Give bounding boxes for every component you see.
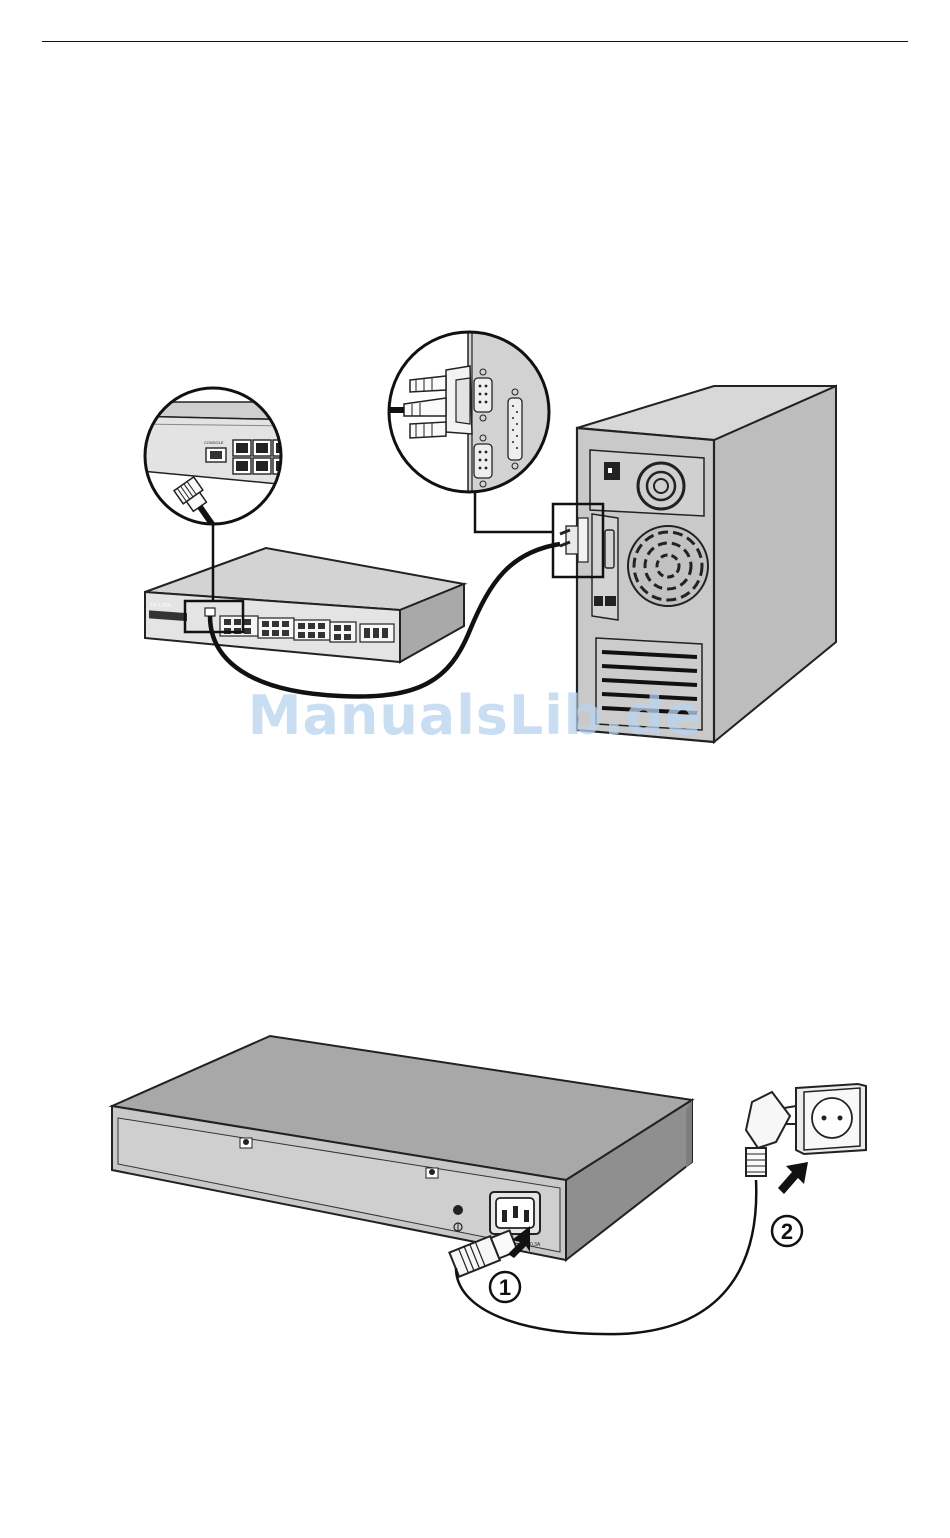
wall-plug: [746, 1092, 796, 1176]
switch-port-zoom: CONSOLE: [130, 388, 300, 536]
console-port-label: CONSOLE: [204, 440, 224, 445]
console-connection-figure: TP-LINK CONSOLE: [0, 320, 950, 750]
header-rule: [42, 41, 908, 42]
pc-tower: [577, 386, 836, 742]
step-1-badge: 1: [490, 1272, 520, 1302]
step-2-badge: 2: [772, 1216, 802, 1246]
svg-text:2: 2: [781, 1219, 793, 1244]
pc-db9-plug: [560, 518, 588, 562]
arrow-step-2: [778, 1162, 808, 1194]
power-rating: 0.3A: [530, 1242, 541, 1248]
switch-brand-label: TP-LINK: [150, 603, 171, 609]
pc-port-zoom: [380, 320, 558, 510]
power-connection-figure: 0.3A 1 2: [0, 1030, 950, 1350]
switch-front: TP-LINK: [145, 548, 464, 662]
wall-socket: [796, 1084, 866, 1154]
switch-rear: 0.3A: [112, 1036, 692, 1260]
svg-text:1: 1: [499, 1275, 511, 1300]
